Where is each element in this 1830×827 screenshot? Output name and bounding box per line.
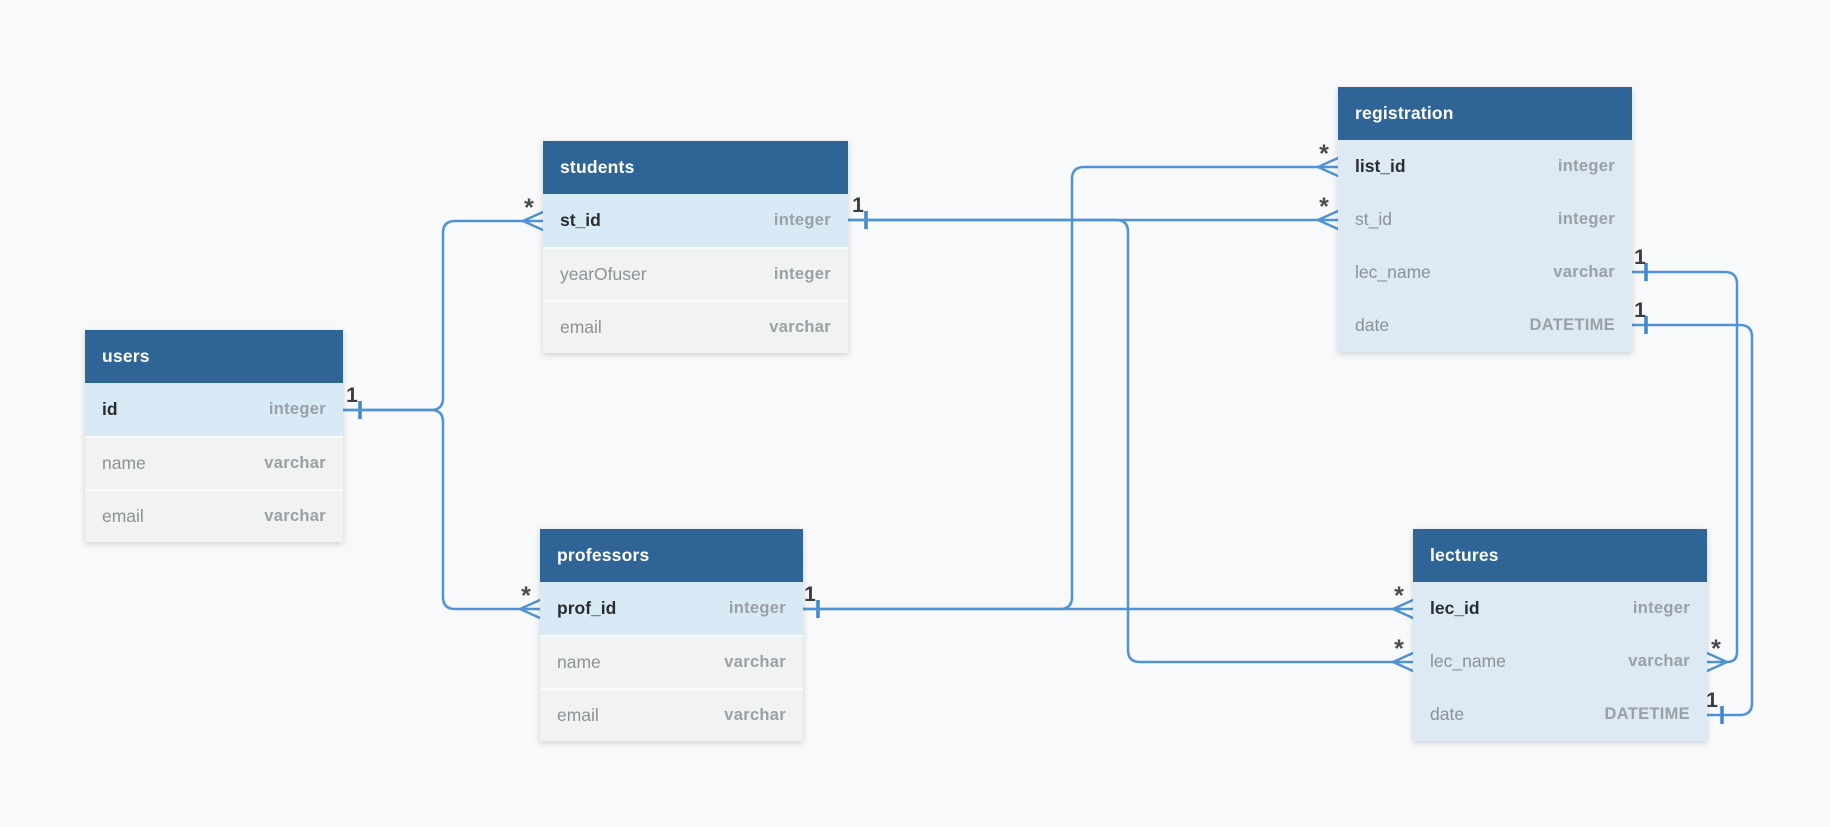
cardinality-label-many: *: [1319, 140, 1329, 168]
field-row-registration-date[interactable]: date DATETIME: [1338, 299, 1632, 352]
field-type: integer: [268, 400, 326, 418]
crow-foot-marker: [518, 598, 542, 620]
field-row-users-name[interactable]: name varchar: [85, 436, 343, 489]
field-name: st_id: [1355, 209, 1392, 229]
field-name: email: [560, 317, 602, 337]
field-type: integer: [1632, 599, 1690, 617]
relationship-line-registration.date-lectures.date: [1632, 323, 1754, 717]
field-row-students-st_id[interactable]: st_id integer: [543, 194, 848, 247]
field-row-students-yearOfuser[interactable]: yearOfuser integer: [543, 247, 848, 300]
field-name: yearOfuser: [560, 264, 647, 284]
field-row-professors-name[interactable]: name varchar: [540, 635, 803, 688]
field-name: email: [557, 705, 599, 725]
field-type: integer: [1557, 157, 1615, 175]
relationship-line-users.id-professors.prof_id: [343, 408, 520, 611]
field-name: name: [557, 652, 601, 672]
field-type: DATETIME: [1604, 705, 1690, 723]
table-professors-header[interactable]: professors: [540, 529, 803, 582]
cardinality-label-one: 1: [346, 384, 358, 407]
cardinality-label-many: *: [524, 194, 534, 222]
cardinality-label-many: *: [521, 582, 531, 610]
field-name: lec_name: [1430, 651, 1506, 671]
relationship-line-registration.lec_name-lectures.lec_name: [1632, 270, 1739, 664]
field-type: integer: [1557, 210, 1615, 228]
field-row-registration-list_id[interactable]: list_id integer: [1338, 140, 1632, 193]
cardinality-label-many: *: [1711, 635, 1721, 663]
table-users-header[interactable]: users: [85, 330, 343, 383]
field-type: integer: [773, 211, 831, 229]
field-type: DATETIME: [1529, 316, 1615, 334]
field-name: prof_id: [557, 598, 617, 618]
field-name: list_id: [1355, 156, 1406, 176]
field-row-users-id[interactable]: id integer: [85, 383, 343, 436]
cardinality-label-one: 1: [1634, 246, 1646, 269]
field-type: varchar: [1628, 652, 1690, 670]
crow-foot-marker: [521, 210, 545, 232]
field-row-registration-st_id[interactable]: st_id integer: [1338, 193, 1632, 246]
table-users[interactable]: users id integer name varchar email varchar: [85, 330, 343, 542]
field-row-lectures-lec_id[interactable]: lec_id integer: [1413, 582, 1707, 635]
cardinality-label-one: 1: [1706, 689, 1718, 712]
field-name: name: [102, 453, 146, 473]
table-lectures[interactable]: lectures lec_id integer lec_name varchar date…: [1413, 529, 1707, 741]
field-type: varchar: [769, 318, 831, 336]
field-row-students-email[interactable]: email varchar: [543, 300, 848, 353]
cardinality-label-one: 1: [804, 583, 816, 606]
crow-foot-marker: [1391, 651, 1415, 673]
field-type: varchar: [724, 706, 786, 724]
relationship-line-professors.prof_id-registration.list_id: [803, 165, 1318, 611]
field-type: varchar: [1553, 263, 1615, 281]
field-name: lec_id: [1430, 598, 1480, 618]
crow-foot-marker: [1391, 598, 1415, 620]
table-lectures-header[interactable]: lectures: [1413, 529, 1707, 582]
field-row-professors-prof_id[interactable]: prof_id integer: [540, 582, 803, 635]
field-name: id: [102, 399, 118, 419]
table-registration-header[interactable]: registration: [1338, 87, 1632, 140]
crow-foot-marker: [1316, 156, 1340, 178]
field-row-lectures-date[interactable]: date DATETIME: [1413, 688, 1707, 741]
field-name: lec_name: [1355, 262, 1431, 282]
field-type: varchar: [264, 507, 326, 525]
field-row-professors-email[interactable]: email varchar: [540, 688, 803, 741]
field-name: st_id: [560, 210, 601, 230]
field-type: integer: [773, 265, 831, 283]
field-type: varchar: [724, 653, 786, 671]
field-row-lectures-lec_name[interactable]: lec_name varchar: [1413, 635, 1707, 688]
cardinality-label-one: 1: [852, 194, 864, 217]
crow-foot-marker: [1316, 209, 1340, 231]
field-row-registration-lec_name[interactable]: lec_name varchar: [1338, 246, 1632, 299]
relationship-line-students.st_id-lectures.lec_name: [848, 218, 1393, 664]
cardinality-label-one: 1: [1634, 299, 1646, 322]
crow-foot-marker: [1705, 651, 1729, 673]
cardinality-label-many: *: [1394, 582, 1404, 610]
field-type: integer: [728, 599, 786, 617]
cardinality-label-many: *: [1319, 193, 1329, 221]
field-name: date: [1430, 704, 1465, 724]
field-row-users-email[interactable]: email varchar: [85, 489, 343, 542]
field-name: email: [102, 506, 144, 526]
cardinality-label-many: *: [1394, 635, 1404, 663]
field-type: varchar: [264, 454, 326, 472]
table-students-header[interactable]: students: [543, 141, 848, 194]
field-name: date: [1355, 315, 1390, 335]
relationship-line-users.id-students.st_id: [343, 219, 523, 412]
